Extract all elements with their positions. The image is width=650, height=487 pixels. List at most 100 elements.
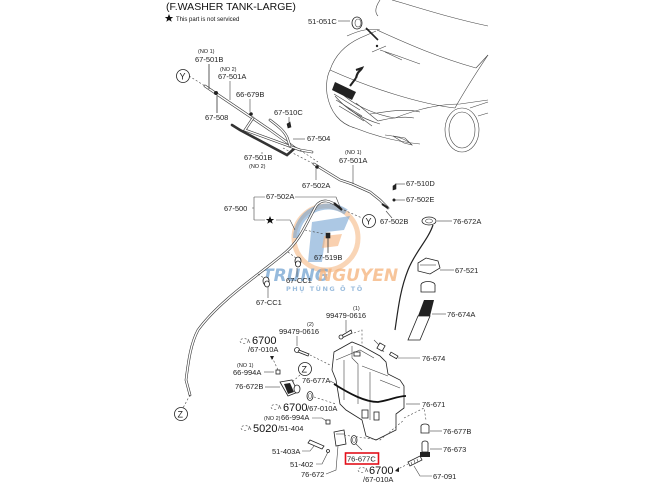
- ref-6700-b[interactable]: 6700: [283, 402, 307, 414]
- ref-5020[interactable]: 5020: [253, 423, 277, 435]
- label-67-501A-bottom[interactable]: 67-501A: [339, 156, 367, 165]
- label-67-502A-b[interactable]: 67-502A: [266, 192, 294, 201]
- label-76-672[interactable]: 76-672: [301, 470, 324, 479]
- label-no2-b: (NO 2): [249, 164, 266, 170]
- label-67-510D[interactable]: 67-510D: [406, 179, 435, 188]
- label-76-672A[interactable]: 76-672A: [453, 217, 481, 226]
- svg-text:Z: Z: [178, 410, 184, 420]
- washer-tank-76-671: [331, 339, 407, 441]
- label-no2-c: (NO 2): [264, 416, 281, 422]
- label-67-521[interactable]: 67-521: [455, 266, 478, 275]
- upper-washer-hose: [188, 75, 319, 163]
- label-66-679B[interactable]: 66-679B: [236, 90, 264, 99]
- seal-66-994A-b: [325, 419, 331, 425]
- clip-67-510C: [286, 121, 292, 129]
- seal-66-994A-a: [275, 369, 281, 375]
- label-76-674[interactable]: 76-674: [422, 354, 445, 363]
- connector-67-091: [407, 455, 423, 467]
- ref-67-010A-c[interactable]: /67-010A: [363, 475, 393, 484]
- label-67-501B-bottom[interactable]: 67-501B: [244, 153, 272, 162]
- label-67-501B-top[interactable]: 67-501B: [195, 55, 223, 64]
- label-76-672B[interactable]: 76-672B: [235, 382, 263, 391]
- watermark-f-shape: [308, 216, 350, 262]
- clip-67-510D: [392, 183, 397, 191]
- watermark-brand-2: NGUYEN: [318, 266, 398, 286]
- ref-67-010A-a[interactable]: /67-010A: [248, 345, 278, 354]
- filler-cap-76-672A: [421, 216, 437, 226]
- label-76-677A[interactable]: 76-677A: [302, 376, 330, 385]
- label-66-994A-b[interactable]: 66-994A: [281, 413, 309, 422]
- ref-51-404[interactable]: /51-404: [278, 424, 303, 433]
- label-51-403A[interactable]: 51-403A: [272, 447, 300, 456]
- grommet-76-677C: [350, 435, 358, 445]
- pump-76-672B: [279, 379, 301, 397]
- seal-76-674: [388, 351, 399, 360]
- ref-6700-a[interactable]: 6700: [252, 335, 276, 347]
- label-66-994A-a[interactable]: 66-994A: [233, 368, 261, 377]
- middle-washer-hose: [282, 147, 390, 210]
- grommet-51-403A: [307, 439, 325, 450]
- label-67-519B[interactable]: 67-519B: [314, 253, 342, 262]
- ref-icon-6700-b: [270, 404, 282, 410]
- label-67-091[interactable]: 67-091: [433, 472, 456, 481]
- label-67-CC1-b[interactable]: 67-CC1: [256, 298, 282, 307]
- label-76-677C[interactable]: 76-677C: [347, 455, 376, 464]
- grommet-51-051C: [351, 16, 363, 30]
- label-67-502B[interactable]: 67-502B: [380, 217, 408, 226]
- label-67-510C[interactable]: 67-510C: [274, 108, 303, 117]
- star-icon: [164, 14, 174, 22]
- label-no1-c: (NO 1): [237, 363, 254, 369]
- callout-y-middle: Y: [362, 214, 376, 228]
- svg-text:Z: Z: [302, 365, 308, 375]
- label-67-504[interactable]: 67-504: [307, 134, 330, 143]
- highlight-box: [344, 452, 380, 465]
- part-67-519B: [325, 232, 331, 239]
- bolt-99479-0616-a: [338, 329, 353, 340]
- star-marker-icon: [265, 216, 275, 224]
- label-67-502E[interactable]: 67-502E: [406, 195, 434, 204]
- callout-y-top: Y: [176, 69, 190, 83]
- label-qty-2: (2): [307, 322, 314, 328]
- cap-strap: [394, 224, 434, 331]
- pump-76-672: [333, 429, 347, 447]
- label-no1-a: (NO 1): [198, 49, 215, 55]
- ref-67-010A-b[interactable]: /67-010A: [307, 404, 337, 413]
- label-51-402[interactable]: 51-402: [290, 460, 313, 469]
- ref-6700-c[interactable]: 6700: [369, 465, 393, 477]
- label-67-500[interactable]: 67-500: [224, 204, 247, 213]
- svg-text:Y: Y: [180, 72, 186, 82]
- clip-67-CC1-b: [262, 276, 270, 288]
- label-99479-0616-a[interactable]: 99479-0616: [326, 311, 366, 320]
- diagram-title: (F.WASHER TANK-LARGE): [166, 1, 296, 13]
- sensor-76-673: [420, 440, 430, 457]
- filler-neck-76-674A: [407, 281, 436, 341]
- label-67-CC1-a[interactable]: 67-CC1: [286, 276, 312, 285]
- label-76-671[interactable]: 76-671: [422, 400, 445, 409]
- label-76-677B[interactable]: 76-677B: [443, 427, 471, 436]
- label-76-673[interactable]: 76-673: [443, 445, 466, 454]
- grommet-76-677A: [306, 391, 314, 401]
- label-76-674A[interactable]: 76-674A: [447, 310, 475, 319]
- long-washer-hose: [182, 199, 343, 409]
- bracket-67-521: [417, 257, 441, 275]
- clip-67-CC1-a: [294, 256, 302, 268]
- label-67-502A-a[interactable]: 67-502A: [302, 181, 330, 190]
- label-99479-0616-b[interactable]: 99479-0616: [279, 327, 319, 336]
- bolt-99479-0616-b: [294, 347, 310, 357]
- ref-icon-6700-a: [239, 338, 251, 344]
- watermark-tagline: PHỤ TÙNG Ô TÔ: [286, 284, 364, 293]
- not-serviced-note: This part is not serviced: [176, 17, 239, 23]
- callout-z-bottom: Z: [174, 407, 188, 421]
- label-no1-b: (NO 1): [345, 150, 362, 156]
- ref-icon-5020: [240, 425, 252, 431]
- car-front-illustration: [326, 0, 489, 153]
- svg-text:Y: Y: [366, 217, 372, 227]
- label-67-501A-top[interactable]: 67-501A: [218, 72, 246, 81]
- label-51-051C[interactable]: 51-051C: [308, 17, 337, 26]
- cap-76-677B: [420, 423, 430, 434]
- watermark-brand-1: TRUNG: [262, 266, 329, 286]
- label-67-508[interactable]: 67-508: [205, 113, 228, 122]
- watermark-logo: TRUNG NGUYEN PHỤ TÙNG Ô TÔ: [262, 203, 398, 293]
- watermark-f-bar: [322, 234, 342, 248]
